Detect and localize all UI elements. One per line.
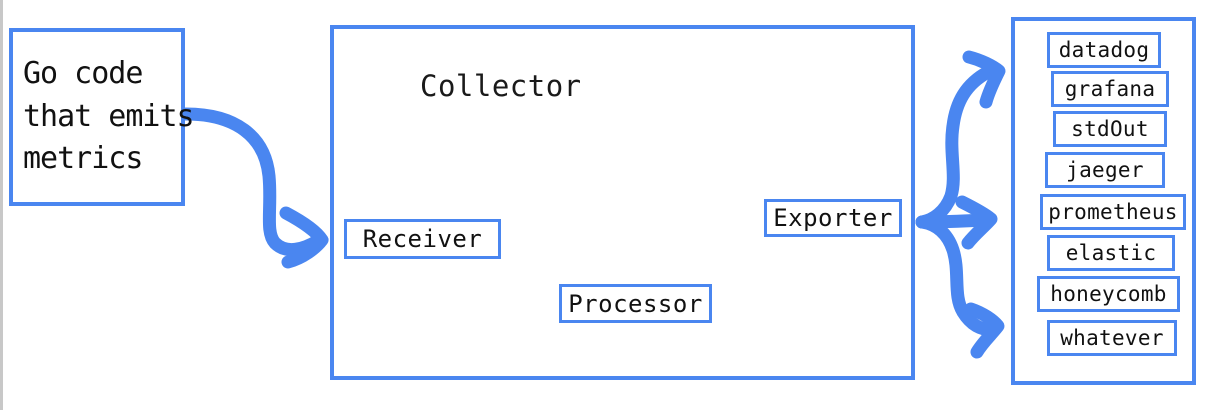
diagram-stage: Go code that emits metrics Collector Rec… bbox=[3, 0, 1212, 410]
arrow-exporter-fanout-middle-head bbox=[955, 195, 998, 250]
receiver-box: Receiver bbox=[344, 219, 501, 259]
arrow-exporter-fanout-top-head bbox=[962, 50, 1006, 109]
destination-box: jaeger bbox=[1045, 152, 1165, 188]
arrow-exporter-fanout-middle-path bbox=[915, 213, 991, 229]
arrow-exporter-fanout-bottom-head bbox=[964, 302, 1005, 359]
destination-box: whatever bbox=[1047, 320, 1177, 356]
go-code-line-3: metrics bbox=[23, 141, 143, 177]
destination-box: datadog bbox=[1047, 32, 1161, 68]
destination-box: prometheus bbox=[1040, 194, 1186, 230]
destination-box: stdOut bbox=[1053, 111, 1167, 147]
destination-box: elastic bbox=[1047, 235, 1175, 271]
go-code-box: Go code that emits metrics bbox=[9, 28, 195, 206]
processor-box: Processor bbox=[559, 284, 712, 323]
arrow-exporter-fanout-top-path bbox=[915, 65, 995, 229]
destination-box: grafana bbox=[1051, 71, 1169, 107]
arrow-exporter-fanout-bottom-path bbox=[915, 215, 1000, 337]
arrow-source-to-collector-path bbox=[179, 107, 326, 257]
go-code-line-1: Go code bbox=[23, 56, 143, 92]
arrow-source-to-collector-head bbox=[279, 206, 329, 269]
exporter-box: Exporter bbox=[764, 199, 902, 237]
go-code-line-2: that emits bbox=[23, 98, 195, 134]
collector-title: Collector bbox=[420, 69, 582, 103]
destination-box: honeycomb bbox=[1037, 276, 1180, 312]
